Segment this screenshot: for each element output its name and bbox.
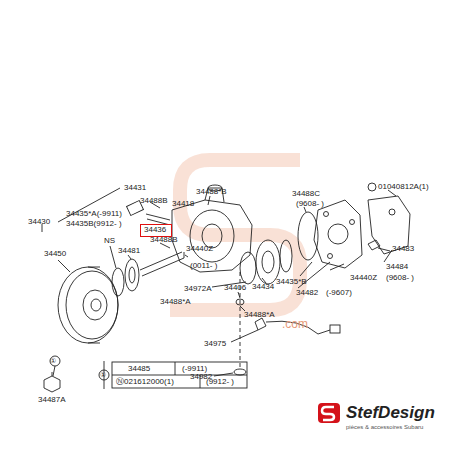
part-number: 34450 (44, 250, 66, 258)
part-number: 34483 (392, 245, 414, 253)
part-number: 34488B (140, 197, 168, 205)
date-range: (0011- ) (190, 262, 217, 270)
part-number: 34434 (252, 283, 274, 291)
part-number: 34481 (118, 247, 140, 255)
date-range: (9608- ) (386, 274, 414, 282)
part-number: 34435*B (276, 278, 307, 286)
part-number: 34488B (150, 236, 178, 244)
date-range: (9608- ) (296, 200, 324, 208)
table-cell: (9912- ) (206, 378, 234, 386)
callout-number: ① (100, 371, 106, 378)
part-number: 34440Z (350, 274, 377, 282)
part-number: 01040812A(1) (378, 183, 429, 191)
table-cell: 34485 (128, 365, 150, 373)
part-number: 34488*A (244, 311, 275, 319)
part-number: 34488C (292, 190, 320, 198)
part-number: 34435*A(-9911) (66, 210, 122, 218)
highlight-box: 34436 (140, 224, 172, 237)
date-range: (-9607) (326, 289, 352, 297)
part-number: 34482 (296, 289, 318, 297)
part-number: 34406 (224, 284, 246, 292)
part-number: 34972A (184, 285, 212, 293)
callout-number: ① (50, 357, 56, 364)
logo-tagline: pièces & accessoires Subaru (346, 424, 423, 430)
part-number: 34975 (204, 340, 226, 348)
part-number: 34418 (172, 200, 194, 208)
table-cell: (-9911) (182, 365, 207, 373)
logo-text: StefDesign (346, 404, 435, 421)
part-number: 34488*A (160, 298, 191, 306)
part-number: 34435B(9912- ) (66, 220, 122, 228)
part-number: 34488*B (196, 188, 227, 196)
part-number: 34436 (144, 226, 168, 234)
watermark-logo (170, 160, 300, 310)
part-number: 34431 (124, 184, 146, 192)
logo-icon (318, 403, 340, 423)
part-number: 34484 (386, 263, 408, 271)
part-number: 34430 (28, 218, 50, 226)
watermark: .com (282, 318, 308, 330)
ns-label: NS (104, 237, 115, 245)
part-number: 34487A (38, 396, 66, 404)
table-cell: Ⓝ021612000(1) (116, 378, 174, 386)
part-number: 34440Z (186, 245, 213, 253)
